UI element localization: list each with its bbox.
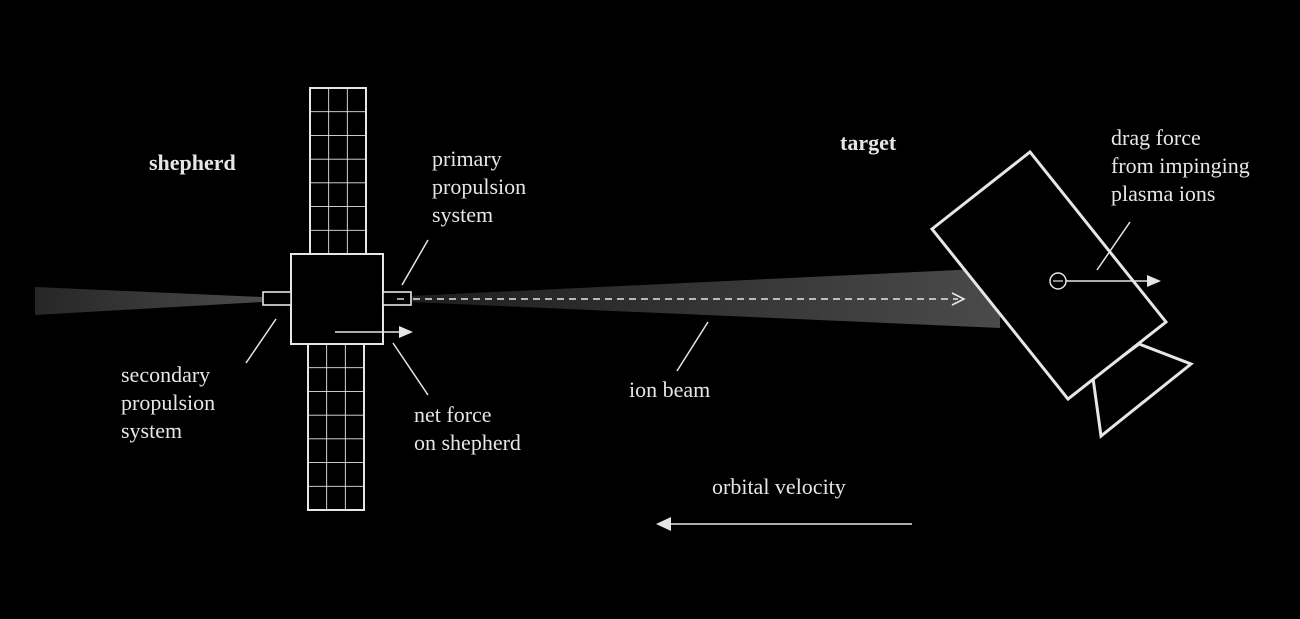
secondary-propulsion-leader xyxy=(245,318,277,364)
beam-axis-dashed-arrow xyxy=(413,292,966,306)
net-force-label: net force on shepherd xyxy=(414,402,521,455)
net-force-leader xyxy=(392,342,429,396)
orbital-velocity-label: orbital velocity xyxy=(712,474,846,499)
ion-beam-label: ion beam xyxy=(629,377,710,402)
secondary-exhaust-plume xyxy=(35,287,262,315)
shepherd-label: shepherd xyxy=(149,150,236,175)
ion-beam-leader xyxy=(676,321,709,372)
drag-force-leader xyxy=(1096,221,1131,271)
orbital-velocity-arrow xyxy=(656,517,912,531)
drag-force-label: drag force from impinging plasma ions xyxy=(1111,125,1255,206)
leader-lines xyxy=(245,221,1131,396)
secondary-propulsion-label: secondary propulsion system xyxy=(121,362,221,443)
primary-propulsion-label: primary propulsion system xyxy=(432,146,532,227)
primary-propulsion-leader xyxy=(401,239,429,286)
target-label: target xyxy=(840,130,897,155)
ion-beam-plume xyxy=(410,268,1000,328)
shepherd-body xyxy=(290,253,384,345)
lower-solar-panel-grid xyxy=(308,344,364,510)
secondary-thruster xyxy=(262,291,292,306)
net-force-arrow xyxy=(335,326,413,338)
shepherd-spacecraft xyxy=(262,87,412,511)
target-body xyxy=(929,149,1169,402)
drag-force-arrow xyxy=(1066,275,1161,287)
target-object xyxy=(929,149,1194,439)
upper-solar-panel-grid xyxy=(310,88,366,254)
